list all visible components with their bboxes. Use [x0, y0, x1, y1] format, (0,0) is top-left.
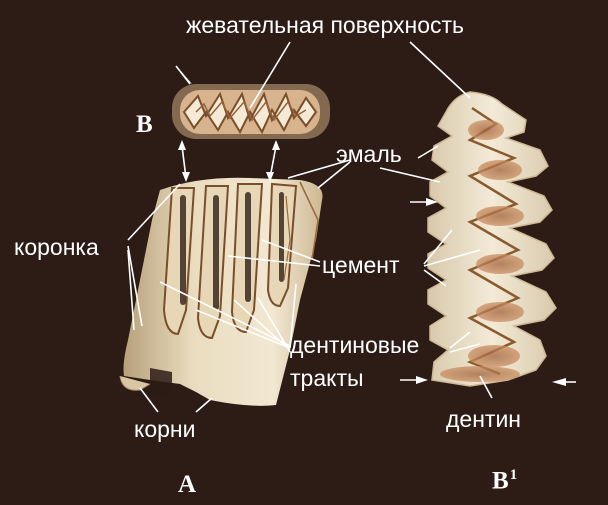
cross-section-b1	[427, 91, 557, 387]
leader-lines	[127, 41, 493, 413]
panel-label-b1-base: B	[492, 467, 509, 495]
enamel-label: эмаль	[336, 141, 402, 167]
tooth-section-a	[119, 177, 323, 406]
dentine-tracts-label-line2: тракты	[290, 365, 364, 391]
occlusal-section-b	[172, 84, 330, 139]
dentine-tracts-label-line1: дентиновые	[290, 332, 420, 358]
crown-label: коронка	[14, 234, 99, 260]
arrow-heads	[178, 70, 566, 386]
roots-label: корни	[134, 416, 196, 442]
panel-label-b: B	[136, 111, 153, 138]
panel-label-b1-sup: 1	[509, 467, 518, 483]
panel-label-a: A	[178, 471, 197, 498]
cement-label: цемент	[322, 252, 400, 278]
panel-label-b1: B1	[492, 467, 518, 495]
occlusal-surface-label: жевательная поверхность	[186, 12, 465, 38]
dentine-label: дентин	[446, 406, 521, 432]
